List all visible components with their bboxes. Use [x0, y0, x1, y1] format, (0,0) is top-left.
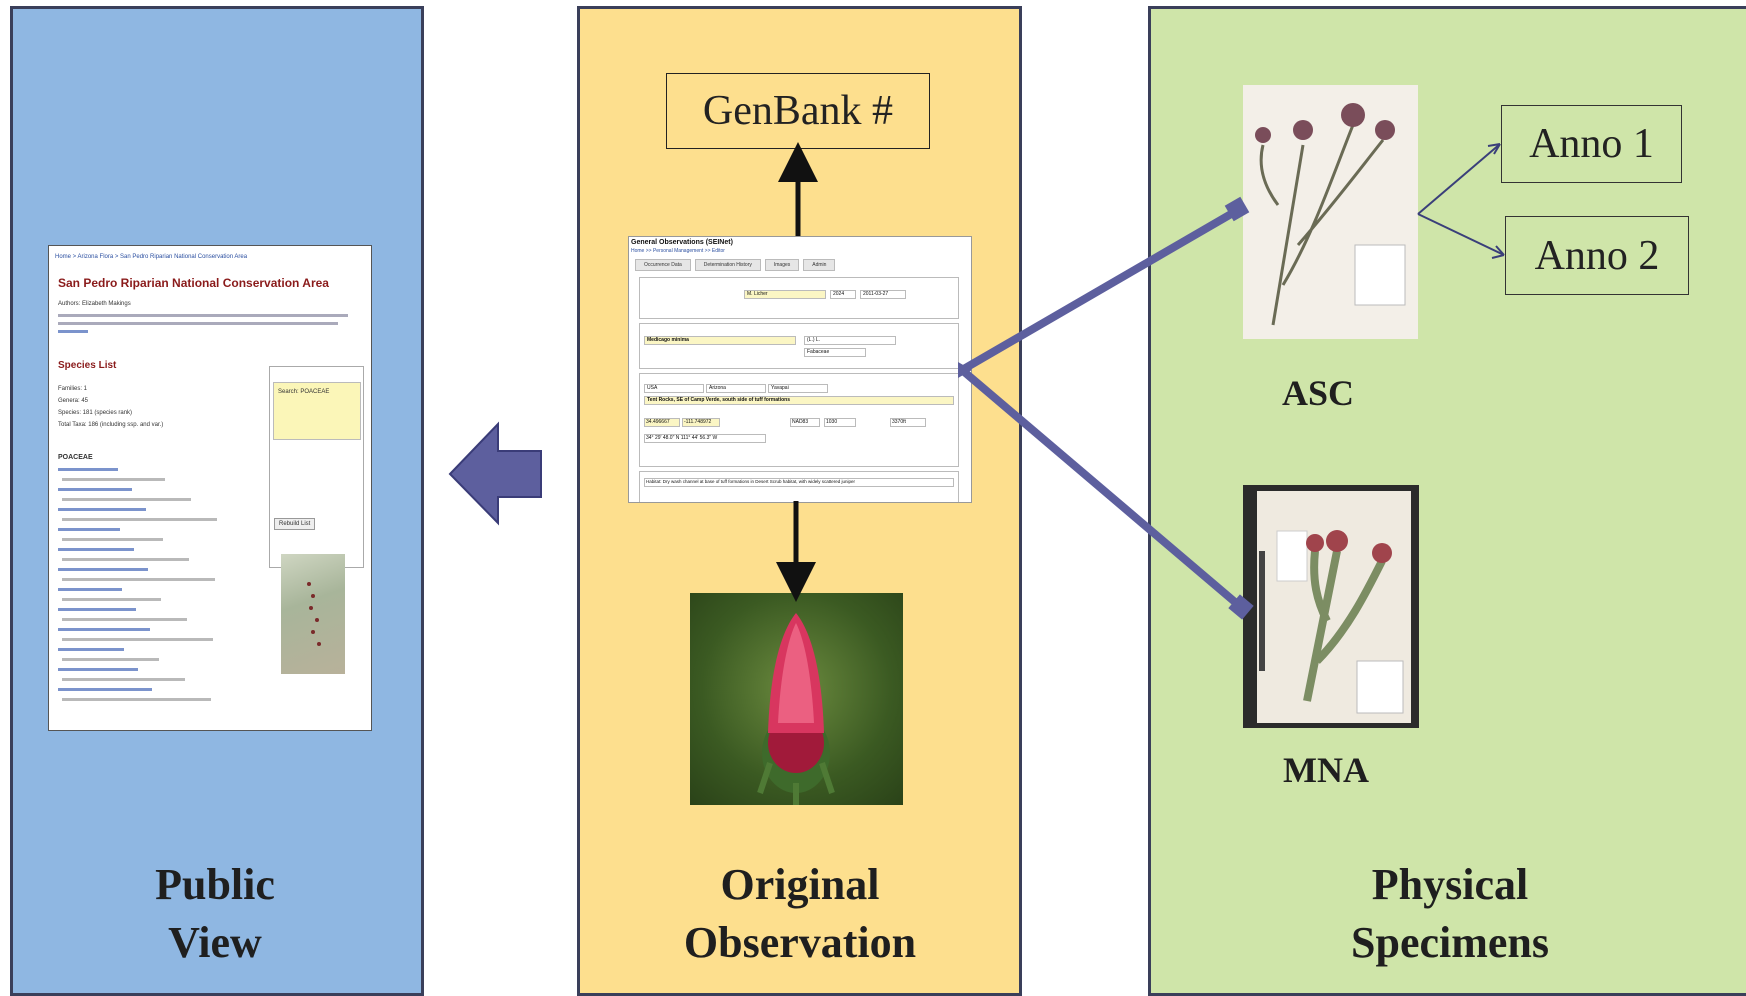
taxon-line [62, 618, 187, 621]
identification-fieldset: Medicago minima (L.) L. Fabaceae [639, 323, 959, 369]
taxon-line [62, 478, 165, 481]
tab-images[interactable]: Images [764, 259, 800, 271]
taxon-line [58, 508, 146, 511]
taxon-line [58, 628, 150, 631]
taxon-line [58, 468, 118, 471]
plant-thumbnail [281, 554, 345, 674]
genbank-label: GenBank # [702, 88, 894, 134]
anno-1-label: Anno 1 [1529, 121, 1654, 167]
tab-determination-history[interactable]: Determination History [694, 259, 761, 271]
asc-specimen-photo [1243, 85, 1418, 339]
search-box[interactable]: Search: POACEAE [273, 382, 361, 440]
anno-2-label: Anno 2 [1534, 232, 1660, 279]
taxon-line [58, 528, 120, 531]
taxon-line [62, 578, 215, 581]
misc-fieldset: Habitat: Dry wash channel at base of tuf… [639, 471, 959, 502]
public-checklist-screenshot: Home > Arizona Flora > San Pedro Riparia… [48, 245, 372, 731]
link-to-mna [959, 366, 1245, 612]
form-breadcrumb: Home >> Personal Management >> Editor [631, 248, 725, 254]
taxon-line [62, 698, 211, 701]
anno-1-box: Anno 1 [1501, 105, 1682, 183]
mna-label: MNA [1283, 750, 1369, 790]
families-count: Families: 1 [58, 386, 88, 392]
taxon-line [58, 668, 138, 671]
tab-occurrence-data[interactable]: Occurrence Data [635, 259, 691, 271]
left-block-arrow [448, 421, 542, 526]
thistle-flower-photo [690, 593, 903, 805]
taxon-line [62, 498, 191, 501]
tab-admin[interactable]: Admin [803, 259, 836, 271]
taxon-line [62, 558, 189, 561]
breadcrumb: Home > Arizona Flora > San Pedro Riparia… [55, 254, 248, 260]
locality-fieldset: USA Arizona Yavapai Tent Rocks, SE of Ca… [639, 373, 959, 467]
taxon-line [62, 678, 185, 681]
form-tabs: Occurrence Data Determination History Im… [635, 259, 836, 271]
taxon-line [62, 638, 213, 641]
link-to-asc [959, 206, 1241, 374]
taxon-line [58, 688, 152, 691]
observation-editor-screenshot: General Observations (SEINet) Home >> Pe… [628, 236, 972, 503]
anno-2-box: Anno 2 [1505, 216, 1689, 295]
rebuild-list-button[interactable]: Rebuild List [274, 518, 316, 530]
page-title: San Pedro Riparian National Conservation… [58, 276, 329, 290]
taxon-line [58, 648, 124, 651]
taxon-line [58, 568, 148, 571]
taxon-line [58, 488, 132, 491]
taxon-line [62, 598, 161, 601]
taxon-line [62, 518, 217, 521]
taxon-line [58, 608, 136, 611]
genera-count: Genera: 45 [58, 398, 89, 404]
genbank-box: GenBank # [666, 73, 930, 149]
asc-label: ASC [1282, 373, 1355, 413]
collector-fieldset: M. Licher 2024 2011-03-27 [639, 277, 959, 319]
taxon-line [58, 588, 122, 591]
family-heading: POACEAE [58, 454, 93, 461]
link-to-anno-2 [1417, 213, 1505, 256]
taxon-line [62, 538, 163, 541]
taxon-line [62, 658, 159, 661]
taxon-line [58, 548, 134, 551]
form-title: General Observations (SEINet) [631, 239, 733, 246]
species-count: Species: 181 (species rank) [58, 410, 133, 416]
species-list-heading: Species List [58, 360, 117, 371]
link-to-anno-1 [1417, 143, 1501, 215]
total-taxa: Total Taxa: 186 (including ssp. and var.… [58, 422, 164, 428]
authors: Authors: Elizabeth Makings [58, 301, 131, 307]
mna-specimen-photo [1243, 485, 1419, 728]
